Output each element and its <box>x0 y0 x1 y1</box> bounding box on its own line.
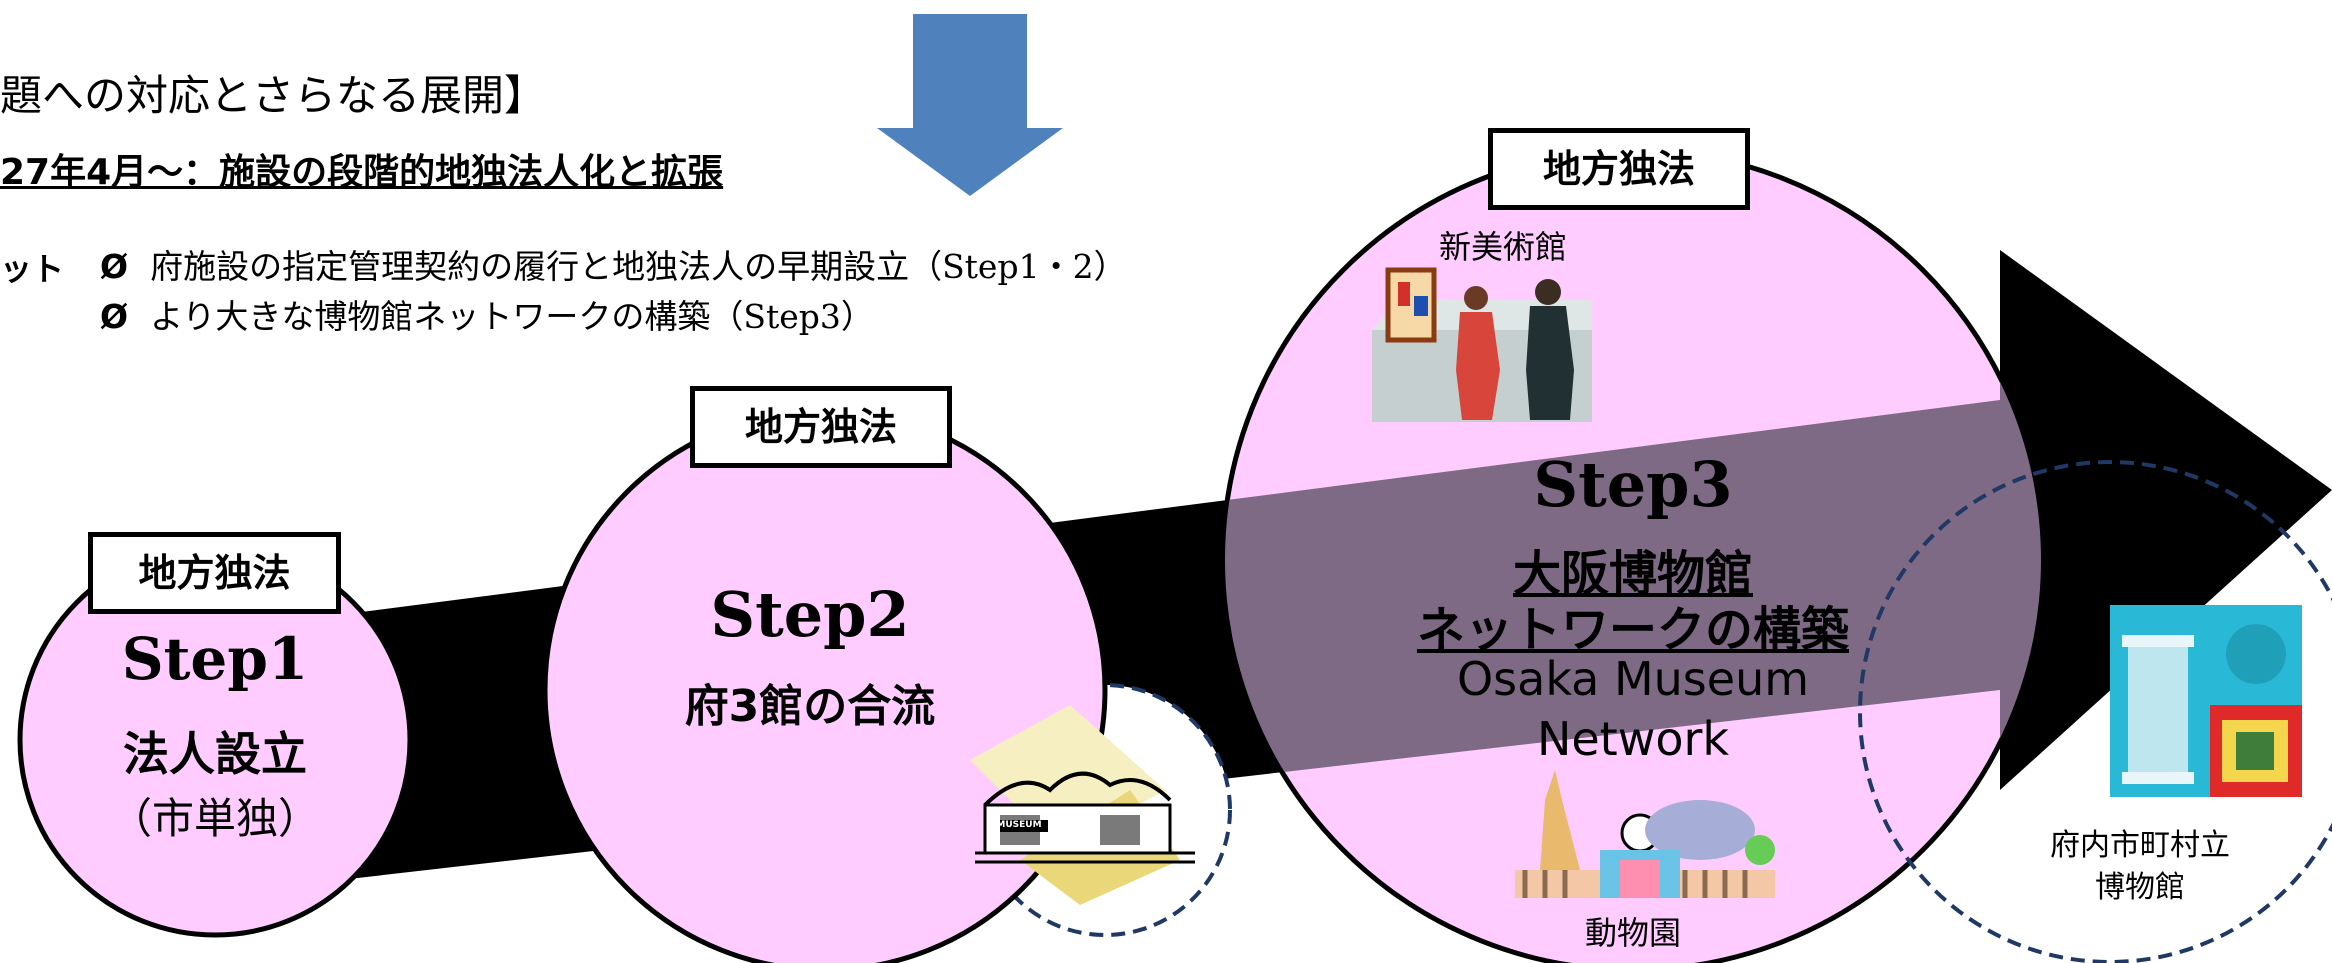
page-subtitle: 27年4月～：施設の段階的地独法人化と拡張 <box>0 152 724 193</box>
step3-line4: Network <box>1536 712 1730 766</box>
museum-sign: MUSEUM <box>996 820 1042 830</box>
dashed-circle-municipal <box>1858 460 2332 963</box>
municipal-museum-icon <box>2110 605 2302 797</box>
bullet-item: Ø 府施設の指定管理契約の履行と地独法人の早期設立（Step1・2） <box>100 240 1127 288</box>
merit-label: ット <box>0 250 65 288</box>
bullet-marker-icon: Ø <box>100 247 129 286</box>
down-arrow-icon <box>877 14 1063 196</box>
bullet-text: より大きな博物館ネットワークの構築（Step3） <box>150 297 874 336</box>
step1-badge: 地方独法 <box>88 532 341 614</box>
step3-line1: 大阪博物館 <box>1512 546 1753 602</box>
municipal-label-line1: 府内市町村立 <box>2050 828 2230 863</box>
bullet-marker-icon: Ø <box>100 297 129 336</box>
step2-title: Step2 <box>710 578 910 651</box>
museum-building-icon <box>970 705 1195 905</box>
arrow-overlay-band <box>1225 250 2041 880</box>
step3-badge: 地方独法 <box>1488 128 1750 210</box>
page-title: 題への対応とさらなる展開】 <box>0 71 547 120</box>
step1-title: Step1 <box>121 625 309 693</box>
zoo-label: 動物園 <box>1584 914 1681 952</box>
step1-line1: 法人設立 <box>123 727 307 781</box>
step3-title: Step3 <box>1533 448 1733 521</box>
step1-line2: （市単独） <box>109 794 320 843</box>
new-museum-label: 新美術館 <box>1438 228 1567 266</box>
step2-badge: 地方独法 <box>690 386 952 468</box>
municipal-label-line2: 博物館 <box>2095 870 2185 905</box>
zoo-animals-icon <box>1515 770 1775 898</box>
bullet-item: Ø より大きな博物館ネットワークの構築（Step3） <box>100 290 874 338</box>
step3-line2: ネットワークの構築 <box>1416 602 1849 658</box>
step2-line1: 府3館の合流 <box>684 681 936 732</box>
art-viewers-icon <box>1372 267 1592 422</box>
step3-line3: Osaka Museum <box>1456 652 1810 706</box>
bullet-text: 府施設の指定管理契約の履行と地独法人の早期設立（Step1・2） <box>150 247 1127 286</box>
